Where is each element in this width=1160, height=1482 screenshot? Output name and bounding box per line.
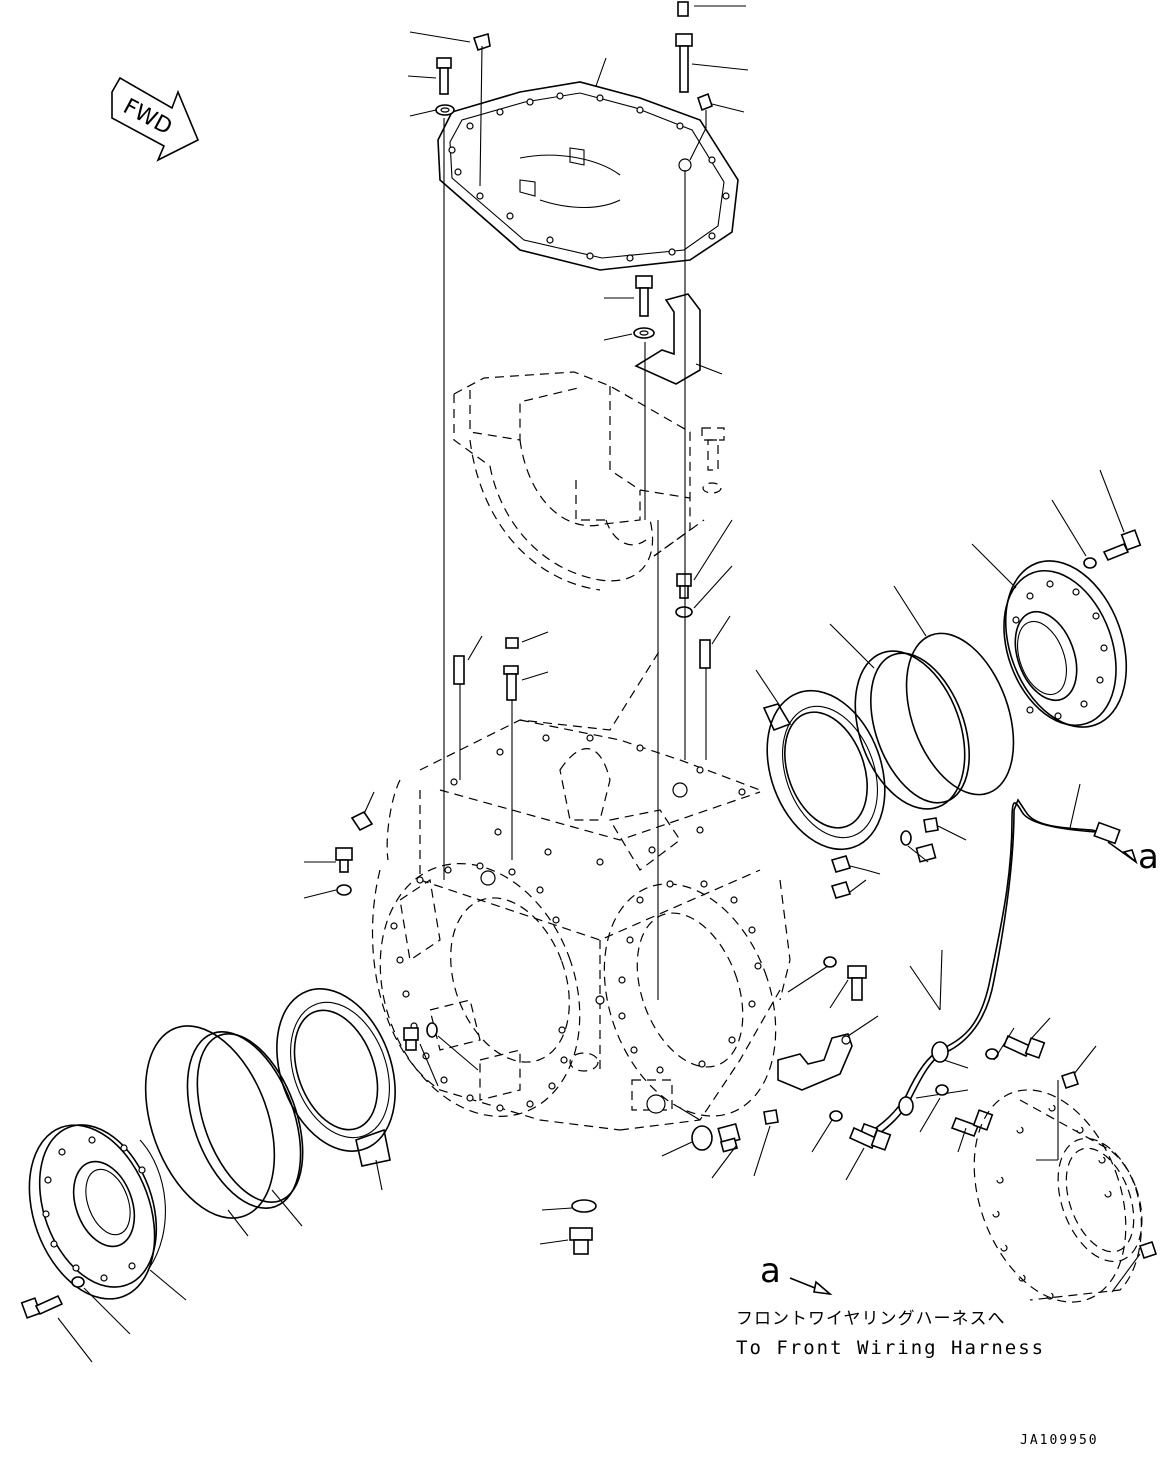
guard-shield-dashed <box>453 371 725 591</box>
top-leader-lines <box>407 5 749 187</box>
harness-callout: a フロントワイヤリングハーネスへ To Front Wiring Harnes… <box>736 1251 1045 1359</box>
left-retainer-ring <box>276 988 396 1191</box>
fwd-label: FWD <box>119 94 176 140</box>
cover-bolt-holes <box>448 92 730 262</box>
right-side-bolts <box>919 1017 1158 1293</box>
left-plugs <box>403 1022 479 1087</box>
sensor-bracket-lower <box>777 1015 892 1181</box>
harness-note-en: To Front Wiring Harness <box>736 1337 1045 1359</box>
callout-a-bottom: a <box>760 1251 781 1291</box>
alignment-lines <box>443 118 707 1000</box>
axle-housing-dashed <box>371 649 791 1131</box>
bottom-drain-plugs <box>539 1107 779 1255</box>
right-retainer-ring <box>755 669 886 851</box>
right-o-rings <box>829 585 1015 810</box>
top-cover-plate <box>437 81 739 271</box>
left-o-rings <box>144 1025 304 1237</box>
figure-id: JA109950 <box>1020 1433 1099 1448</box>
left-bearing-cage <box>20 1124 187 1363</box>
wheel-hub-dashed <box>973 1080 1143 1303</box>
speed-sensor-harness: a <box>859 783 1159 1141</box>
top-hardware <box>435 1 713 116</box>
housing-bolt-holes <box>390 734 762 1112</box>
harness-note-jp: フロントワイヤリングハーネスへ <box>736 1309 1006 1329</box>
dowel-pins <box>453 519 733 701</box>
right-bearing-cage <box>971 469 1142 728</box>
sensor-bracket-upper <box>603 275 723 385</box>
right-plug <box>900 817 967 863</box>
callout-a-top: a <box>1138 837 1159 877</box>
fwd-arrow-icon: FWD <box>111 76 200 162</box>
housing-plugs <box>303 791 881 1009</box>
